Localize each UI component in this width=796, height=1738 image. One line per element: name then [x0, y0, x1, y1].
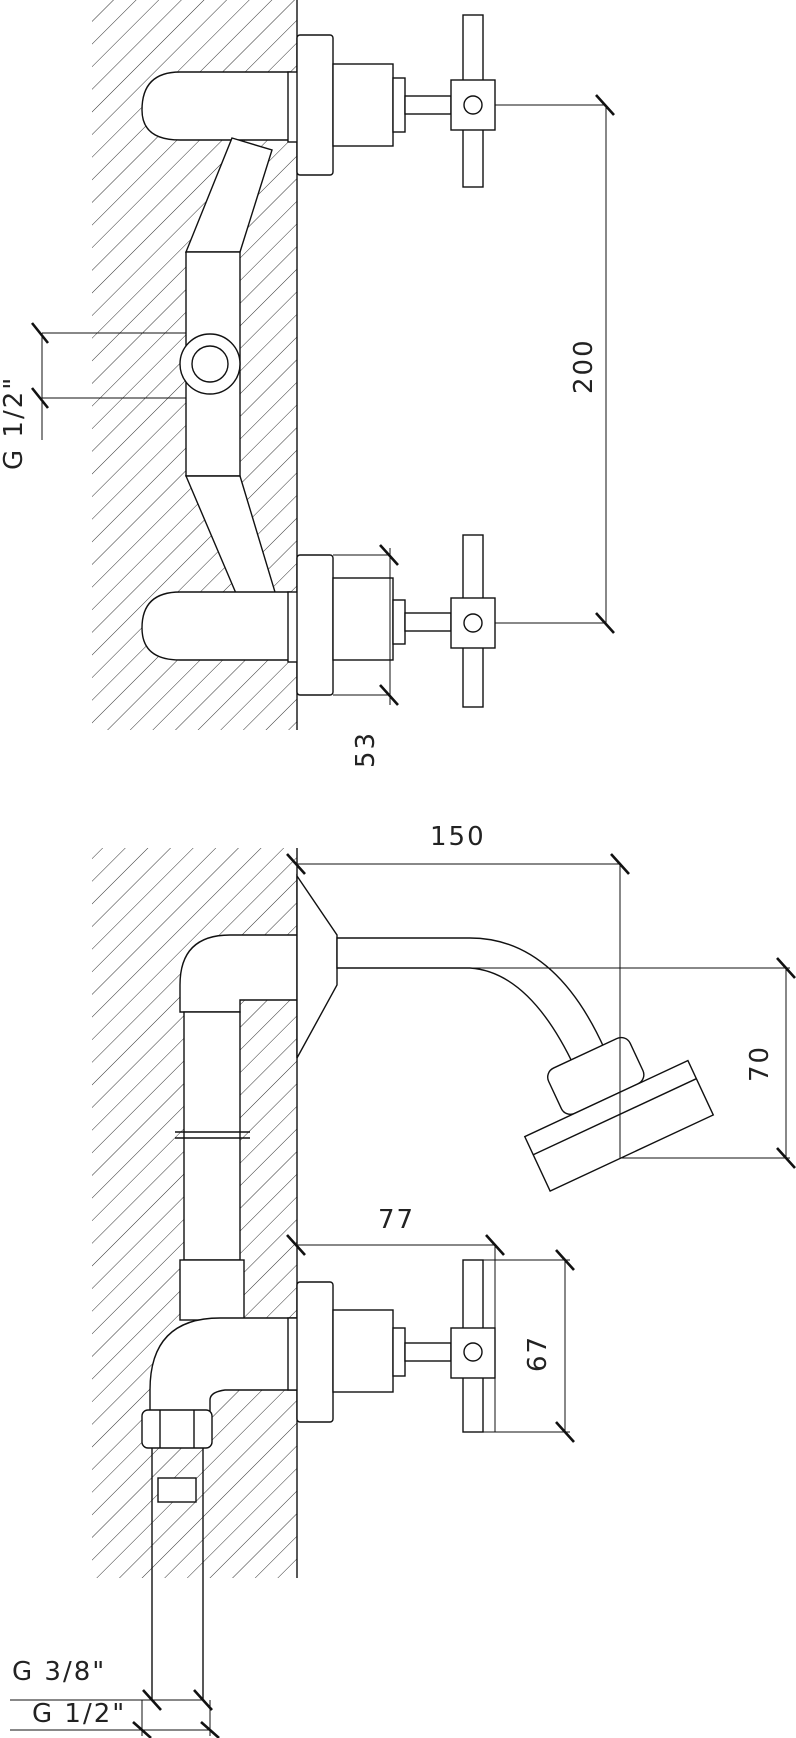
riser-elbow	[179, 934, 298, 1013]
upper-valve	[287, 14, 496, 188]
inlet-tail	[157, 1477, 197, 1503]
lower-valve	[287, 534, 496, 708]
lower-elbow-side	[149, 1317, 298, 1421]
inlet-nut	[141, 1409, 213, 1449]
shower-arm	[336, 937, 606, 1069]
arm-flange	[296, 873, 338, 1059]
side-handle-screw	[463, 1342, 483, 1362]
dim-thread-inner: G 3/8"	[10, 1657, 213, 1711]
side-view: 150 70 77 67	[10, 822, 796, 1738]
label-spout-reach: 150	[430, 822, 486, 852]
label-inlet-thread: G 1/2"	[0, 376, 29, 470]
label-head-drop: 70	[745, 1045, 775, 1082]
dim-handle-spacing: 200	[495, 94, 615, 634]
inlet-ring-outer	[179, 333, 241, 395]
label-handle-length: 67	[523, 1335, 553, 1372]
side-valve	[287, 1259, 496, 1433]
dim-body-depth: 53	[333, 544, 399, 768]
dim-thread-outer: G 1/2"	[10, 1699, 220, 1738]
dim-spout-reach: 150	[286, 822, 630, 1158]
dim-handle-length: 67	[483, 1249, 575, 1443]
shower-head	[523, 1036, 715, 1192]
upper-elbow	[141, 71, 291, 141]
label-body-depth: 53	[351, 731, 381, 768]
inlet-ring-inner	[191, 345, 229, 383]
lower-elbow	[141, 591, 291, 661]
label-thread-inner: G 3/8"	[12, 1657, 106, 1687]
top-view: G 1/2" 200 53	[0, 0, 615, 768]
dim-inlet-thread: G 1/2"	[0, 322, 186, 470]
riser-coupling	[179, 1259, 245, 1321]
riser-pipe	[183, 1011, 241, 1261]
label-valve-projection: 77	[378, 1205, 415, 1235]
dim-valve-projection: 77	[286, 1205, 505, 1432]
label-thread-outer: G 1/2"	[32, 1699, 126, 1729]
upper-handle-screw	[463, 95, 483, 115]
lower-handle-screw	[463, 613, 483, 633]
dim-head-drop: 70	[337, 957, 796, 1169]
label-handle-spacing: 200	[569, 338, 599, 394]
